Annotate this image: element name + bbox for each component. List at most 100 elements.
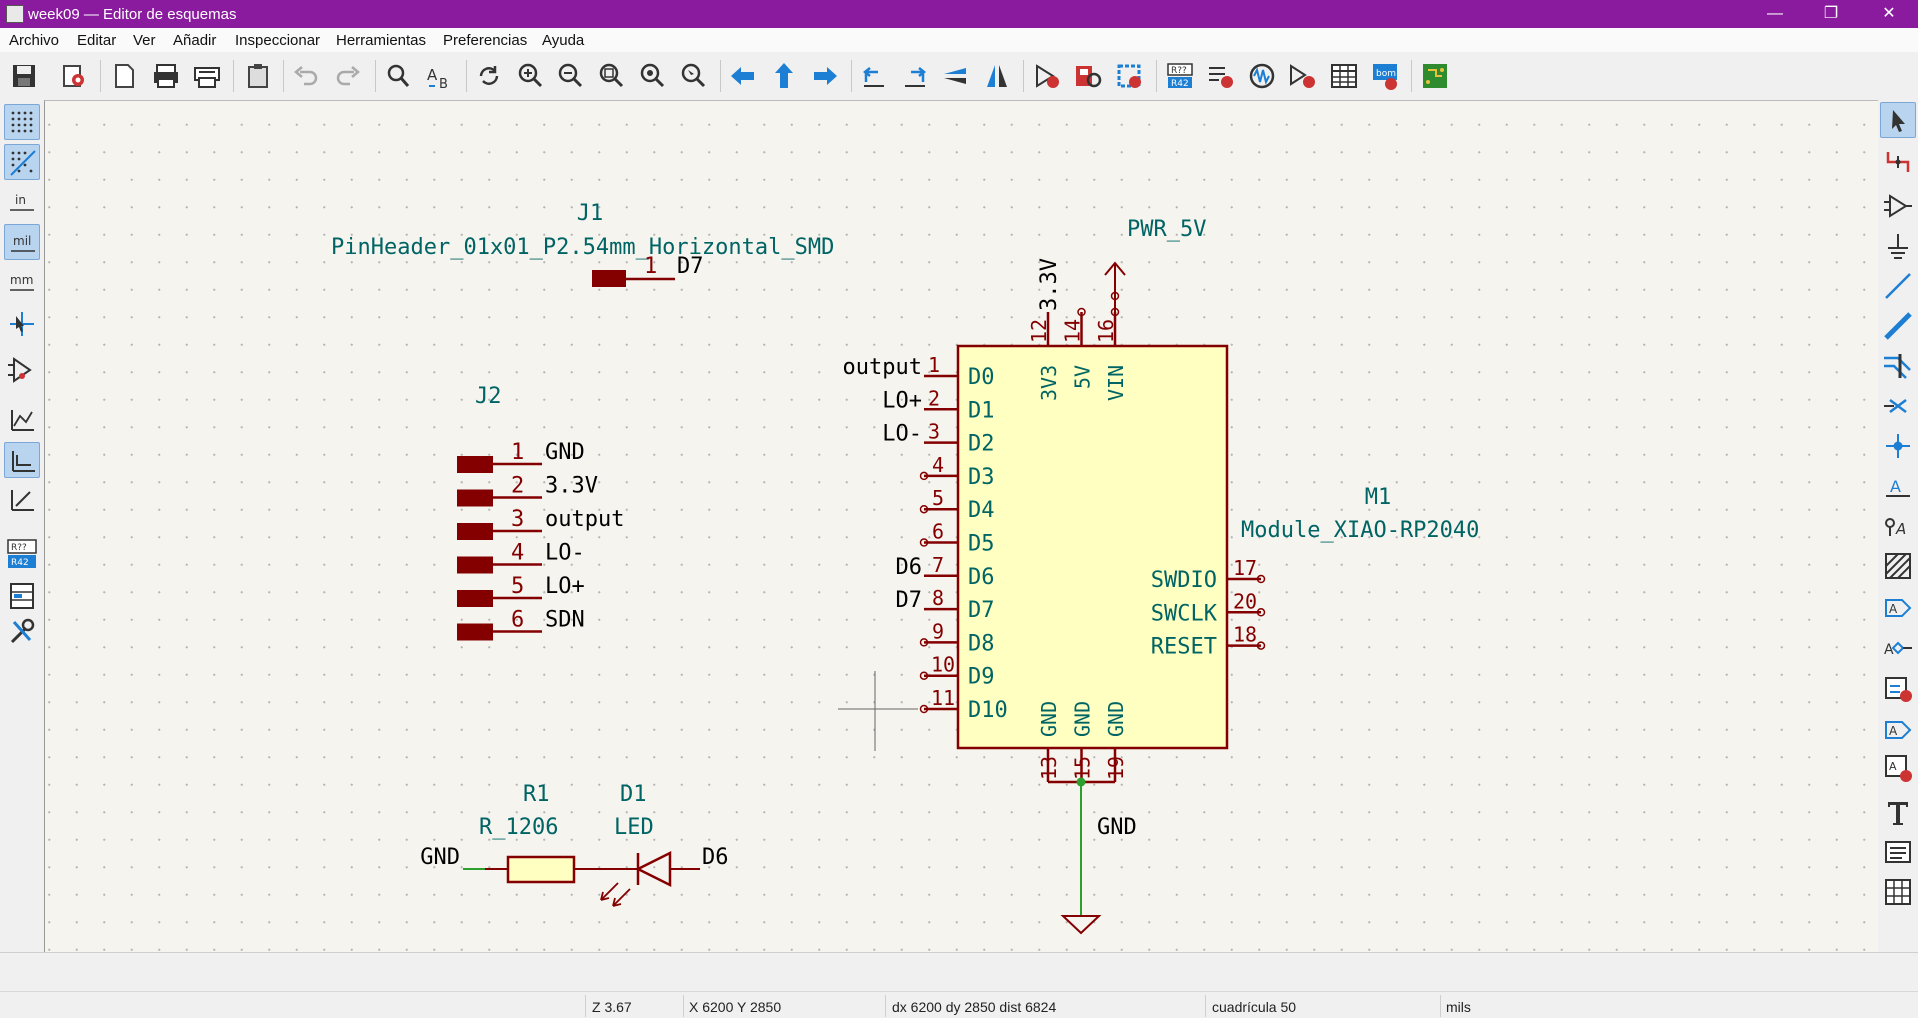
d1-body[interactable] [600,850,672,907]
zoom-selection-icon[interactable] [675,58,711,94]
simulator-icon[interactable] [1244,58,1280,94]
footprint-editor-icon[interactable] [1111,58,1147,94]
add-label-icon[interactable]: A [1880,468,1916,504]
pcb-editor-icon[interactable] [1417,58,1453,94]
j2-pad[interactable] [457,590,493,607]
menu-preferencias[interactable]: Preferencias [443,32,528,49]
gnd-junction[interactable] [1076,777,1086,787]
units-mils-icon[interactable]: mil [4,224,40,260]
pwr-5v-arrow[interactable] [1104,261,1126,276]
page-settings-icon[interactable] [106,58,142,94]
grid-overrides-icon[interactable] [4,144,40,180]
line-mode-45-icon[interactable] [4,482,40,518]
m1-pin-net[interactable]: LO+ [882,388,922,413]
assign-footprints-icon[interactable] [1285,58,1321,94]
add-bus-entry-icon[interactable] [1880,348,1916,384]
add-text-icon[interactable] [1880,794,1916,830]
m1-pin-net[interactable]: D7 [896,588,923,613]
schematic-canvas[interactable]: J1 PinHeader_01x01_P2.54mm_Horizontal_SM… [44,100,1878,952]
rotate-cw-icon[interactable] [897,58,933,94]
r1-body[interactable] [506,855,576,884]
schematic-setup-icon[interactable] [56,58,92,94]
hierarchy-navigator-icon[interactable] [4,578,40,614]
j2-pad[interactable] [457,456,493,473]
maximize-button[interactable]: ❐ [1823,5,1839,22]
undo-icon[interactable] [288,58,324,94]
navigate-back-icon[interactable] [725,58,761,94]
gnd-symbol[interactable] [1060,915,1102,935]
zoom-in-icon[interactable] [512,58,548,94]
m1-3v3-net-label[interactable]: 3.3V [1037,258,1062,311]
mirror-vertical-icon[interactable] [938,58,974,94]
hidden-pins-icon[interactable] [4,352,40,388]
add-global-label-icon[interactable]: A [1880,590,1916,626]
j2-pad[interactable] [457,523,493,540]
zoom-fit-icon[interactable] [593,58,629,94]
j1-pad[interactable] [592,270,626,287]
print-icon[interactable] [148,58,184,94]
find-icon[interactable] [380,58,416,94]
m1-pin-net[interactable]: LO- [882,422,922,447]
redo-icon[interactable] [330,58,366,94]
j1-net-label[interactable]: D7 [677,254,704,279]
add-hier-label-icon[interactable]: A [1880,630,1916,666]
add-net-class-label-icon[interactable]: A [1880,508,1916,544]
j2-pad[interactable] [457,489,493,507]
add-sheet-pin-icon[interactable]: A [1880,712,1916,748]
close-button[interactable]: ✕ [1882,5,1896,22]
line-mode-90-icon[interactable] [4,442,40,478]
menu-anadir[interactable]: Añadir [173,32,217,49]
annotation-toggle-icon[interactable]: R??R42 [4,536,40,572]
j2-pad[interactable] [457,556,493,574]
menu-herramientas[interactable]: Herramientas [336,32,427,49]
r1-gnd-net-label[interactable]: GND [420,845,460,870]
bom-table-icon[interactable] [1326,58,1362,94]
symbol-library-browser-icon[interactable] [1070,58,1106,94]
no-connect-icon[interactable] [1880,388,1916,424]
menu-editar[interactable]: Editar [77,32,117,49]
line-mode-free-icon[interactable] [4,402,40,438]
erc-icon[interactable] [1203,58,1239,94]
add-sheet-icon[interactable] [1880,670,1916,706]
navigate-up-icon[interactable] [766,58,802,94]
paste-icon[interactable] [240,58,276,94]
add-junction-icon[interactable] [1880,428,1916,464]
grid-toggle-icon[interactable] [4,104,40,140]
add-text-box-icon[interactable] [1880,834,1916,870]
gnd-net-label[interactable]: GND [1097,815,1137,840]
symbol-editor-icon[interactable] [1029,58,1065,94]
menu-inspeccionar[interactable]: Inspeccionar [235,32,321,49]
save-icon[interactable] [6,58,42,94]
rotate-ccw-icon[interactable] [856,58,892,94]
properties-tools-icon[interactable] [4,614,40,650]
menu-ayuda[interactable]: Ayuda [542,32,585,49]
add-symbol-icon[interactable] [1880,188,1916,224]
annotate-icon[interactable]: R??R42 [1162,58,1198,94]
j2-pad[interactable] [457,623,493,641]
menu-ver[interactable]: Ver [133,32,156,49]
zoom-out-icon[interactable] [552,58,588,94]
navigate-forward-icon[interactable] [807,58,843,94]
add-power-icon[interactable] [1880,228,1916,264]
add-bus-icon[interactable] [1880,308,1916,344]
menu-archivo[interactable]: Archivo [9,32,60,49]
highlight-net-icon[interactable] [1880,144,1916,180]
add-table-icon[interactable] [1880,874,1916,910]
m1-pin-net[interactable]: output [843,355,922,380]
minimize-button[interactable]: — [1767,5,1783,22]
add-rule-area-icon[interactable] [1880,548,1916,584]
m1-body[interactable] [956,344,1229,750]
add-wire-icon[interactable] [1880,268,1916,304]
mirror-horizontal-icon[interactable] [979,58,1015,94]
import-sheet-pin-icon[interactable]: A [1880,750,1916,786]
units-mm-icon[interactable]: mm [4,264,40,300]
d1-d6-net-label[interactable]: D6 [702,845,729,870]
units-inches-icon[interactable]: in [4,184,40,220]
bom-generate-icon[interactable]: bom [1367,58,1403,94]
zoom-objects-icon[interactable] [634,58,670,94]
cursor-crosshair-icon[interactable] [4,306,40,342]
refresh-icon[interactable] [471,58,507,94]
plot-icon[interactable] [189,58,225,94]
select-tool-icon[interactable] [1880,102,1916,138]
